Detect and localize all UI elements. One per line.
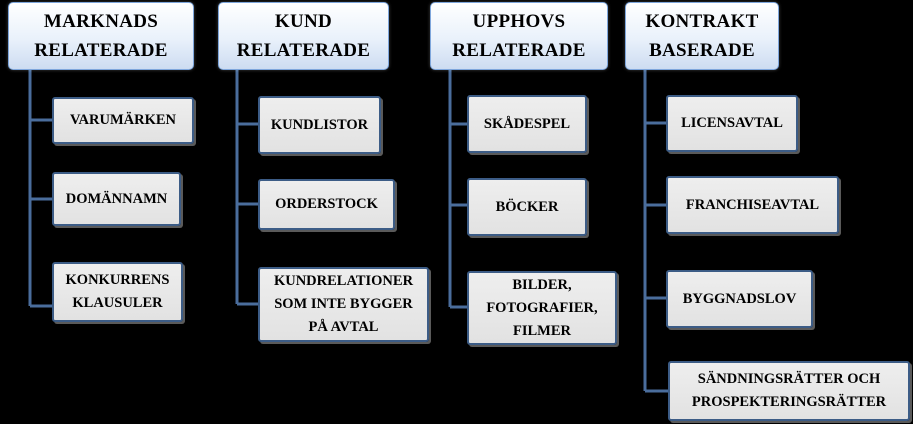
item-kundrelationer: KUNDRELATIONER SOM INTE BYGGER PÅ AVTAL (258, 267, 429, 342)
item-skadespel: SKÅDESPEL (467, 95, 587, 153)
connector-kontrakt (643, 70, 668, 393)
connector-marknads (28, 70, 52, 308)
header-marknads-relaterade: MARKNADS RELATERADE (8, 2, 194, 70)
header-kontrakt-baserade: KONTRAKT BASERADE (625, 2, 779, 70)
header-upphovs-relaterade: UPPHOVS RELATERADE (430, 2, 608, 70)
item-byggnadslov: BYGGNADSLOV (666, 270, 813, 328)
connector-upphovs (448, 70, 467, 309)
item-licensavtal: LICENSAVTAL (666, 95, 798, 152)
item-domannamn: DOMÄNNAMN (52, 172, 181, 226)
connector-kund (235, 70, 258, 306)
item-varumarken: VARUMÄRKEN (52, 97, 194, 144)
item-sandningsratter: SÄNDNINGSRÄTTER OCH PROSPEKTERINGSRÄTTER (668, 361, 910, 421)
item-bocker: BÖCKER (467, 178, 587, 236)
item-orderstock: ORDERSTOCK (258, 179, 395, 230)
item-konkurrens-klausuler: KONKURRENS KLAUSULER (52, 262, 183, 322)
header-kund-relaterade: KUND RELATERADE (218, 2, 389, 70)
item-bilder-fotografier-filmer: BILDER, FOTOGRAFIER, FILMER (467, 271, 617, 345)
item-kundlistor: KUNDLISTOR (258, 96, 381, 154)
item-franchiseavtal: FRANCHISEAVTAL (666, 176, 839, 234)
